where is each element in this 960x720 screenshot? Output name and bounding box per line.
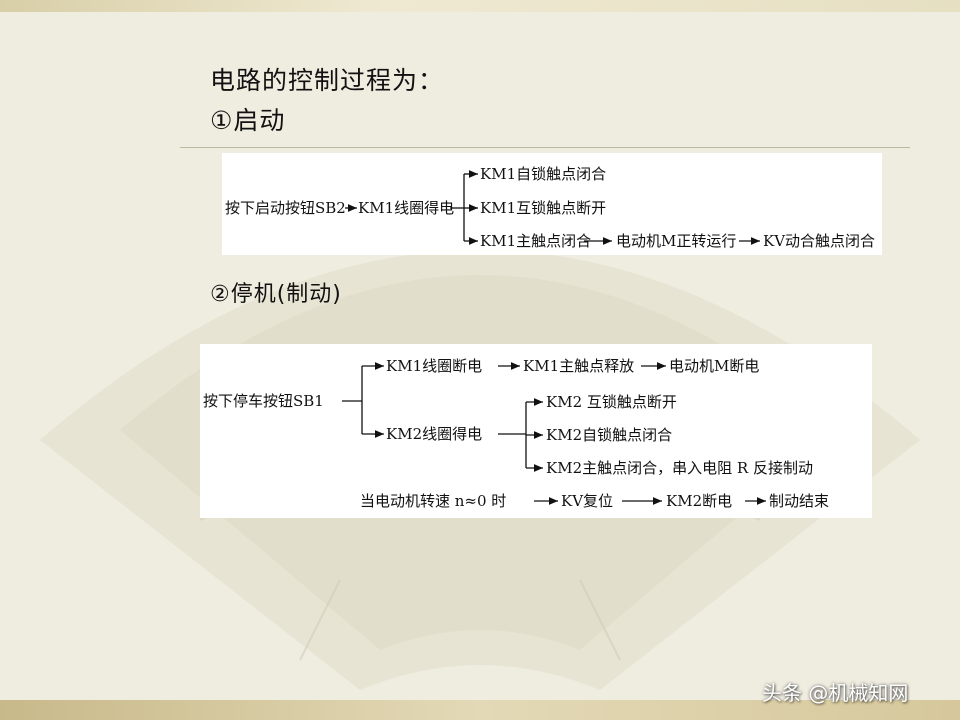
stop-b-item-3: KM2主触点闭合，串入电阻 R 反接制动 [546,459,813,477]
stop-a-chain-2: 电动机M断电 [669,357,759,375]
start-branch-2: KM1互锁触点断开 [480,199,606,217]
stop-final-2: KM2断电 [666,492,732,510]
start-flow-diagram: 按下启动按钮SB2 KM1线圈得电 KM1自锁触点闭合 KM1互锁触点断开 KM… [222,153,882,255]
stop-b-item-2: KM2自锁触点闭合 [546,426,672,444]
start-chain-1: 电动机M正转运行 [616,232,736,250]
stop-final-3: 制动结束 [769,492,829,510]
watermark: 头条 @机械知网 [762,681,909,705]
stop-flow-diagram: 按下停车按钮SB1 KM1线圈断电 KM1主触点释放 电动机M断电 KM2线圈得… [200,344,872,518]
stop-trigger: 按下停车按钮SB1 [203,392,324,410]
start-branch-1: KM1自锁触点闭合 [480,165,606,183]
start-chain-2: KV动合触点闭合 [763,232,875,250]
stop-b-item-1: KM2 互锁触点断开 [546,393,677,411]
stop-branch-a: KM1线圈断电 [386,357,482,375]
section-start-title: ①启动 [210,106,286,135]
divider [180,147,910,148]
start-trigger: 按下启动按钮SB2 [225,199,346,217]
start-branch-3: KM1主触点闭合 [480,232,591,250]
start-flow-svg: 按下启动按钮SB2 KM1线圈得电 KM1自锁触点闭合 KM1互锁触点断开 KM… [225,165,875,250]
stop-final-condition: 当电动机转速 n≈0 时 [360,492,506,510]
top-decor-band [0,0,960,12]
stop-a-chain-1: KM1主触点释放 [523,357,634,375]
bottom-decor-band [0,700,960,720]
heading: 电路的控制过程为： [210,66,445,95]
section-stop-title: ②停机(制动) [210,282,342,307]
stop-branch-b: KM2线圈得电 [386,425,482,443]
start-step: KM1线圈得电 [358,199,454,217]
stop-final-1: KV复位 [561,492,613,510]
stop-flow-svg: 按下停车按钮SB1 KM1线圈断电 KM1主触点释放 电动机M断电 KM2线圈得… [203,357,829,510]
